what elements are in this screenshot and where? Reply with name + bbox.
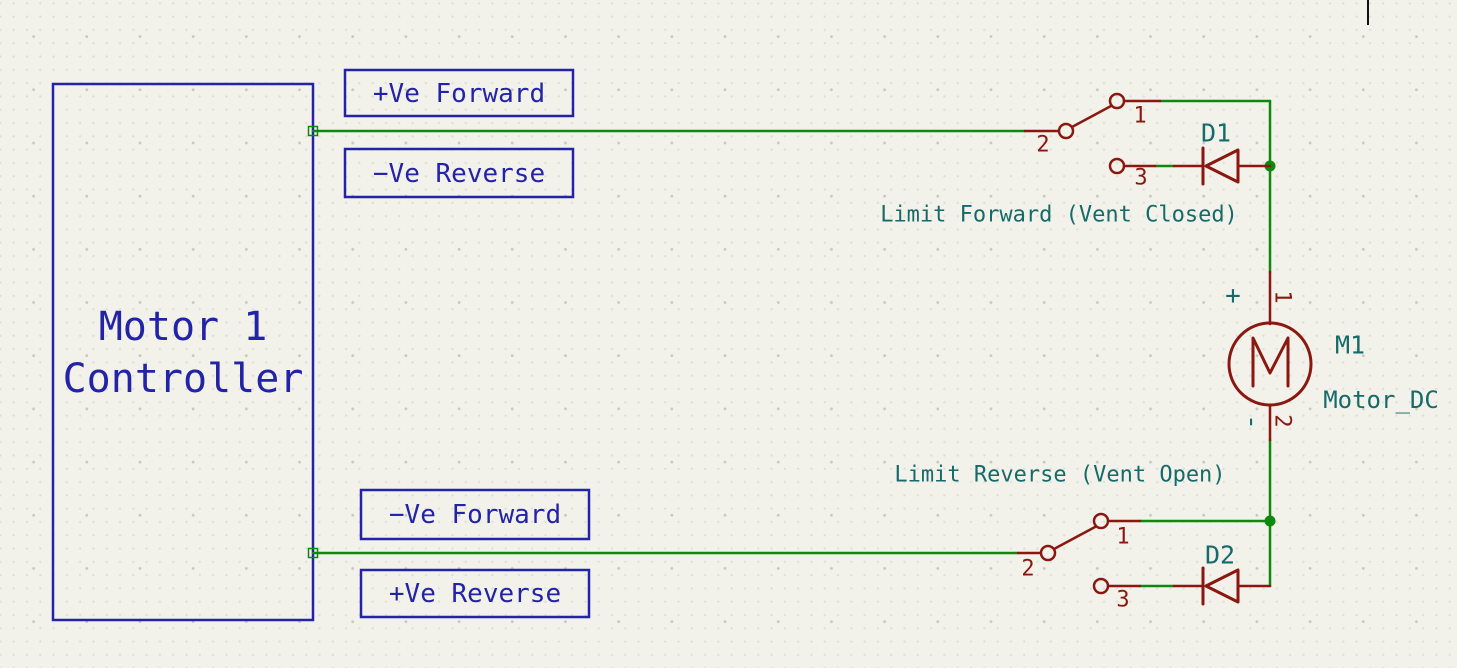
switch-top-pin2-number: 2	[1036, 133, 1049, 158]
switch-bottom-pin3-contact	[1092, 577, 1110, 595]
textbox-pos-reverse-outline	[359, 568, 591, 619]
motor-body-circle	[1227, 321, 1313, 407]
textbox-neg-forward[interactable]: −Ve Forward	[359, 488, 591, 541]
textbox-neg-reverse-outline	[343, 147, 575, 199]
switch-bottom-pin2-contact	[1039, 544, 1057, 562]
limit-switch-forward[interactable]: 1 2 3 Limit Forward (Vent Closed)	[880, 92, 1238, 228]
textbox-neg-forward-outline	[359, 488, 591, 541]
switch-top-lever	[1070, 104, 1113, 129]
diode-d2[interactable]: D2	[1172, 541, 1272, 606]
switch-top-pin3-number: 3	[1134, 166, 1147, 191]
switch-bottom-pin1-contact	[1092, 512, 1110, 530]
switch-bottom-pin3-number: 3	[1116, 588, 1129, 613]
junction-dot-bottom	[1264, 515, 1276, 527]
motor-m1[interactable]: + 1 - 2 M1 Motor_DC	[1225, 270, 1439, 442]
textbox-neg-reverse-label: −Ve Reverse	[373, 159, 545, 189]
motor-pin1-number: 1	[1270, 290, 1295, 303]
diode-d2-reference[interactable]: D2	[1205, 541, 1235, 570]
dangling-end-marker-bottom	[307, 547, 319, 559]
controller-title-line1: Motor 1	[99, 304, 268, 350]
motor-pin2-number: 2	[1270, 414, 1295, 427]
switch-bottom-pin1-number: 1	[1116, 525, 1129, 550]
textbox-pos-forward[interactable]: +Ve Forward	[343, 68, 575, 118]
motor-letter-M	[1251, 336, 1290, 388]
motor-value[interactable]: Motor_DC	[1323, 386, 1439, 414]
motor-reference[interactable]: M1	[1335, 331, 1365, 360]
diode-d1-triangle	[1204, 148, 1240, 184]
motor-pin2-name: -	[1237, 414, 1267, 430]
wires[interactable]	[307, 99, 1276, 588]
dangling-end-marker-top	[307, 125, 319, 137]
motor-controller-outline	[51, 82, 315, 622]
textbox-pos-reverse[interactable]: +Ve Reverse	[359, 568, 591, 619]
switch-top-pin2-contact	[1057, 122, 1075, 140]
switch-bottom-pin2-number: 2	[1021, 557, 1034, 582]
motor-controller-block[interactable]: Motor 1 Controller	[51, 82, 315, 622]
switch-bottom-caption[interactable]: Limit Reverse (Vent Open)	[894, 463, 1225, 488]
diode-d1[interactable]: D1	[1172, 119, 1272, 186]
textbox-pos-forward-label: +Ve Forward	[373, 79, 545, 109]
textbox-neg-forward-label: −Ve Forward	[389, 500, 561, 530]
switch-bottom-lever	[1052, 525, 1097, 551]
textbox-pos-reverse-label: +Ve Reverse	[389, 579, 561, 609]
limit-switch-reverse[interactable]: 1 2 3 Limit Reverse (Vent Open)	[894, 463, 1225, 613]
switch-top-pin1-number: 1	[1133, 104, 1146, 129]
textbox-neg-reverse[interactable]: −Ve Reverse	[343, 147, 575, 199]
diode-d1-reference[interactable]: D1	[1201, 119, 1231, 148]
switch-top-caption[interactable]: Limit Forward (Vent Closed)	[880, 203, 1238, 228]
switch-top-pin3-contact	[1108, 157, 1126, 175]
controller-title-line2: Controller	[63, 356, 304, 402]
motor-pin1-name: +	[1225, 281, 1241, 311]
textbox-pos-forward-outline	[343, 68, 575, 118]
switch-top-pin1-contact	[1108, 92, 1126, 110]
diode-d2-triangle	[1204, 568, 1240, 604]
